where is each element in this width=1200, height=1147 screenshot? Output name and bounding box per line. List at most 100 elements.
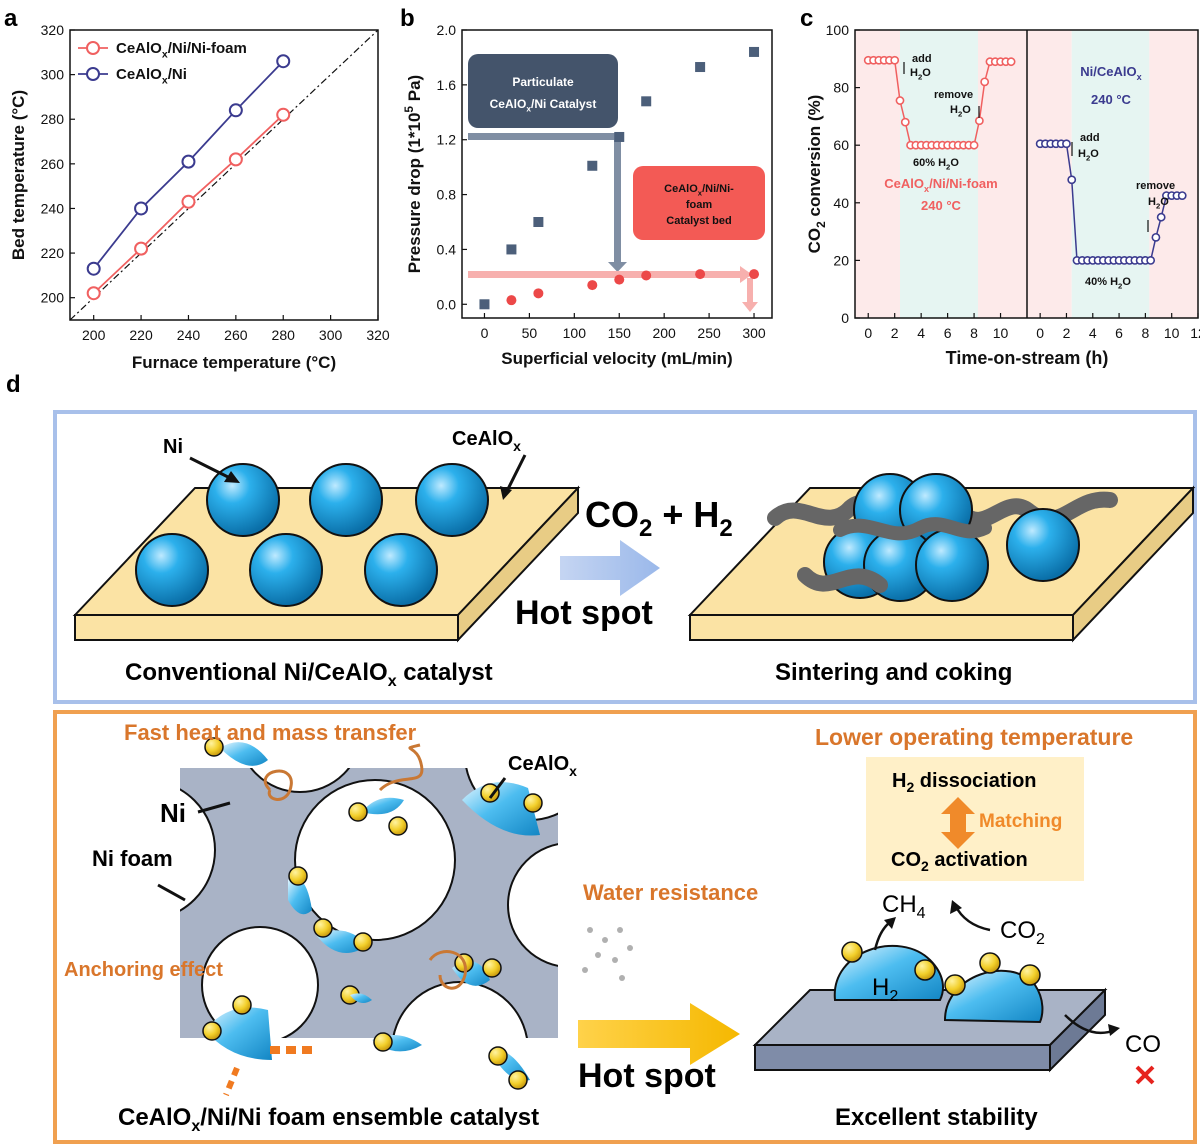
data-point [86,261,101,276]
panel-label-a: a [4,5,18,32]
ceaiox-dot [202,1021,222,1041]
data-point [969,140,979,150]
percent-label: 40% H2O [1085,276,1131,290]
matching-label: Matching [979,811,1062,832]
x-tick-label: 300 [319,327,343,343]
coke-filament [833,517,992,541]
chart-c: 0246810024681012020406080100Time-on-stre… [805,22,1200,368]
support-pointer-arrow [488,777,507,799]
support-side [1072,485,1194,643]
ceaiox-dot [508,1070,528,1090]
temperature-label: 240 °C [1091,92,1132,107]
remove-label: remove [1136,180,1175,192]
percent-label: 60% H2O [913,157,959,171]
ceaiox-dot [979,952,1001,974]
x-tick-label: 4 [1089,325,1097,341]
data-point [974,116,984,126]
sintered-ni-particle [1006,508,1080,582]
ceaiox-dot [488,1046,508,1066]
data-point [900,117,910,127]
water-droplets [582,927,633,981]
ceaiox-dot [523,793,543,813]
support-front [754,1044,1051,1071]
temperature-label: 240 °C [921,198,962,213]
data-point [695,269,706,280]
y-tick-label: 20 [833,252,849,268]
foam-pore [249,768,351,793]
x-tick-label: 10 [1164,325,1180,341]
data-point [134,201,149,216]
data-point [533,288,544,299]
droplet [582,967,588,973]
add-label: add [1080,132,1100,144]
co2-activation-label: CO2 activation [891,849,1028,874]
ni-dome [220,742,268,766]
ni-particle [309,463,383,537]
add-label: add [912,53,932,65]
h2o-label: H2O [1148,196,1169,210]
ceaiox-dot [388,816,408,836]
co-label: CO [1125,1031,1161,1058]
foam-arrowhead [740,266,752,283]
bottom-frame [53,710,1197,1144]
droplet [627,945,633,951]
ni-pointer-arrowhead [224,471,240,483]
data-point [181,194,196,209]
reaction-arrow [560,540,660,596]
particulate-label: CeAlOx/Ni Catalyst [490,97,597,114]
x-tick-label: 200 [652,325,676,341]
co2-product-label: CO2 [1000,917,1045,948]
data-point [1062,139,1071,149]
ni-dome [205,1007,272,1060]
x-tick-label: 2 [891,325,899,341]
anchoring-dash [270,1046,280,1054]
stability-caption: Excellent stability [835,1104,1038,1131]
data-point [228,152,243,167]
y-tick-label: 240 [41,200,65,216]
particulate-box [468,54,618,128]
data-point [134,241,149,256]
data-point [614,131,625,142]
ceaiox-dot [313,918,333,938]
dry-region [1149,30,1198,318]
panel-label-c: c [800,5,813,32]
anchoring-label: Anchoring effect [64,959,223,981]
ni-particle [364,533,438,607]
coke-filament [797,567,888,593]
data-point [1177,191,1187,200]
bottom-ni-label: Ni [160,798,186,828]
data-point [641,96,652,107]
data-point [695,62,706,73]
particulate-arrow-v [614,133,621,263]
y-tick-label: 320 [41,22,65,38]
ceaiox-dot [204,737,224,757]
ceaiox-dot [288,866,308,886]
legend-marker [86,67,100,81]
support-side [457,485,579,643]
ceaiox-dot [373,1032,393,1052]
data-point [276,54,291,69]
x-axis-label: Time-on-stream (h) [946,348,1109,368]
data-point [895,96,905,105]
ni-pointer-arrow [197,801,231,814]
data-point [614,274,625,285]
ceaiox-dot [841,941,863,963]
matching-box [866,757,1084,881]
heat-transfer-swirl [428,950,467,990]
x-tick-label: 300 [742,325,766,341]
y-axis-label: CO2 conversion (%) [805,95,828,254]
data-point [1067,175,1077,185]
y-tick-label: 60 [833,137,849,153]
heat-transfer-swirl [378,743,424,792]
ni-particle [135,533,209,607]
foam-arrowhead-down [742,302,758,312]
remove-label: remove [934,89,973,101]
y-tick-label: 1.6 [437,77,457,93]
heat-transfer-swirl [263,769,293,801]
support-pointer-arrowhead [500,486,512,500]
droplet [602,937,608,943]
droplet [595,952,601,958]
x-tick-label: 6 [1115,325,1123,341]
foam-pore [180,788,216,912]
